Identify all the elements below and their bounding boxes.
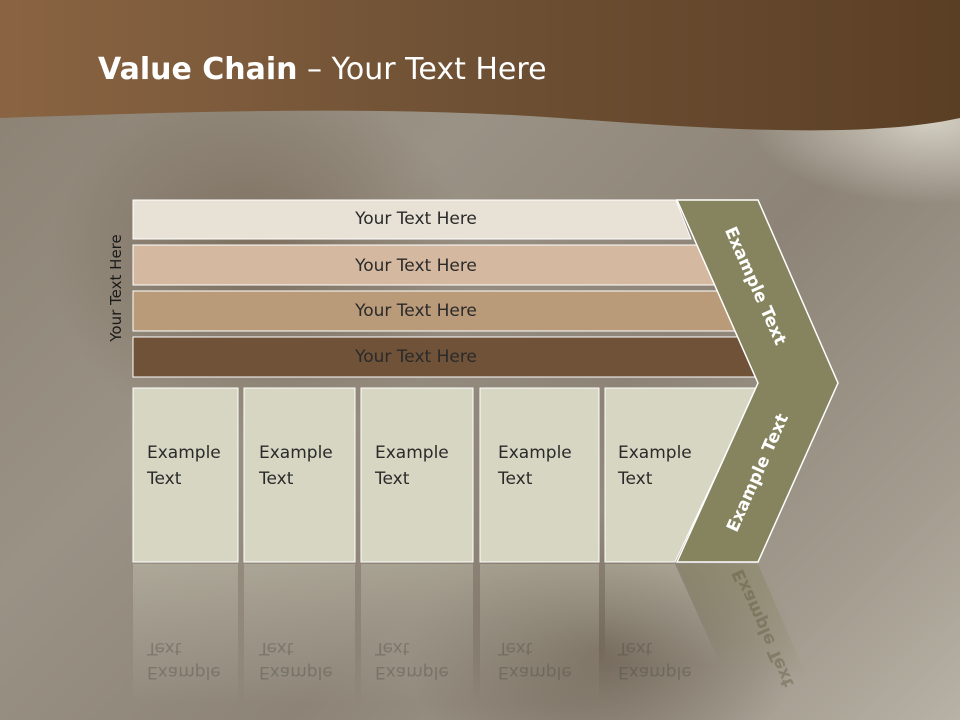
box-reflection-4 [480, 564, 599, 704]
row-label-3: Your Text Here [355, 301, 477, 321]
title-rest: – Your Text Here [297, 52, 547, 87]
activity-box-4 [479, 387, 600, 563]
row-label-4: Your Text Here [355, 347, 477, 367]
page-title: Value Chain – Your Text Here [98, 52, 547, 87]
activity-box-2 [243, 387, 356, 563]
row-label-2: Your Text Here [355, 256, 477, 276]
header-band [0, 0, 960, 131]
chevron-arrow [675, 199, 839, 563]
activity-box-3 [360, 387, 474, 563]
title-bold: Value Chain [98, 52, 298, 87]
box-reflection-3 [361, 564, 473, 704]
box-reflection-1 [133, 564, 238, 704]
row-bar-1 [132, 199, 692, 240]
activity-box-5 [604, 387, 758, 563]
activity-box-1 [132, 387, 239, 563]
box-reflection-5 [605, 564, 720, 664]
row-label-1: Your Text Here [355, 209, 477, 229]
chevron-reflection [677, 564, 808, 680]
side-axis-label: Your Text Here [107, 234, 125, 342]
box-reflection-2 [244, 564, 355, 704]
